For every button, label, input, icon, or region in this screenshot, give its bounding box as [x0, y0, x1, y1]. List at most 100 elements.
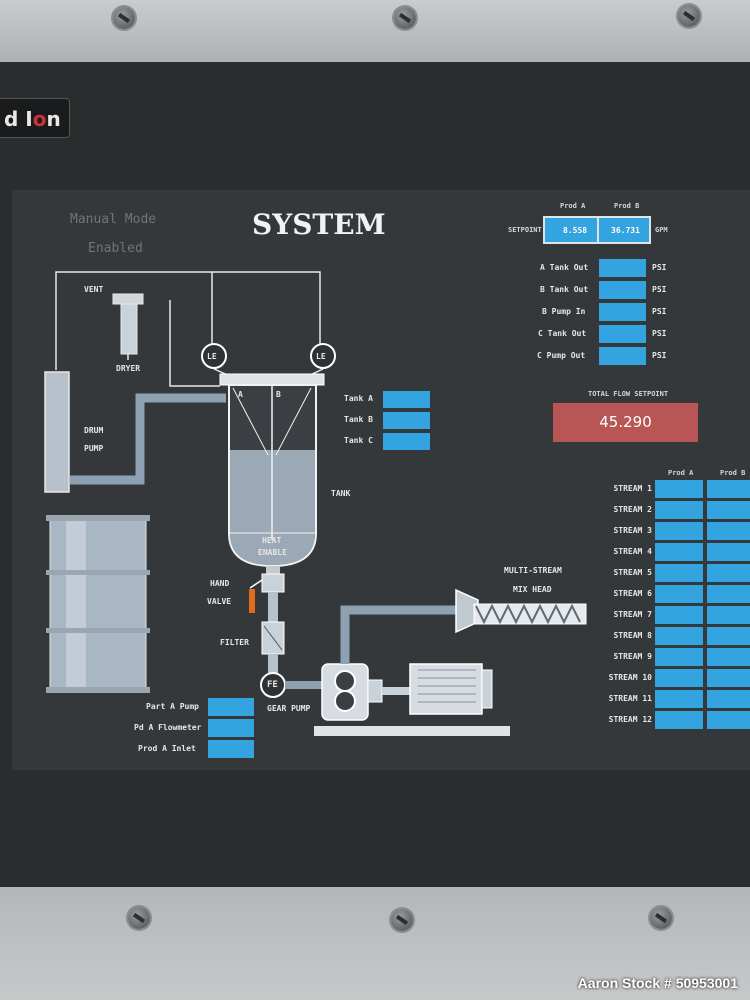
- stream-prod-b-field[interactable]: [707, 711, 750, 729]
- setpoint-label: SETPOINT: [508, 226, 542, 234]
- stream-prod-a-field[interactable]: [655, 522, 703, 540]
- tank-c-field[interactable]: [383, 433, 430, 450]
- psi-field-c-pump-out[interactable]: [599, 347, 646, 365]
- tank-b-field-label: Tank B: [344, 415, 373, 424]
- stream-prod-a-field[interactable]: [655, 690, 703, 708]
- screw-icon: [113, 7, 135, 29]
- stream-prod-a-field[interactable]: [655, 480, 703, 498]
- stream-prod-a-field[interactable]: [655, 648, 703, 666]
- stream-prod-b-field[interactable]: [707, 627, 750, 645]
- total-flow-label: TOTAL FLOW SETPOINT: [588, 390, 669, 398]
- psi-unit: PSI: [652, 285, 667, 294]
- le-b-label: LE: [316, 352, 326, 361]
- mode-status: Enabled: [88, 241, 143, 256]
- psi-unit: PSI: [652, 351, 667, 360]
- stream-label: STREAM 11: [608, 694, 652, 703]
- stream-prod-b-field[interactable]: [707, 522, 750, 540]
- psi-field-b-pump-in[interactable]: [599, 303, 646, 321]
- page-title: SYSTEM: [252, 208, 386, 241]
- dryer-icon: [120, 303, 138, 355]
- psi-label-b-tank-out: B Tank Out: [540, 285, 589, 294]
- setpoint-value-b[interactable]: 36.731: [611, 226, 640, 235]
- stream-label: STREAM 3: [613, 526, 652, 535]
- level-element-a-icon: [201, 343, 227, 369]
- tank-label: TANK: [331, 489, 351, 498]
- stream-label: STREAM 9: [613, 652, 652, 661]
- gear-pump-label: GEAR PUMP: [267, 704, 311, 713]
- stream-prod-b-field[interactable]: [707, 564, 750, 582]
- hand-label: HAND: [210, 579, 230, 588]
- stream-prod-a-field[interactable]: [655, 564, 703, 582]
- psi-label-a-tank-out: A Tank Out: [540, 263, 589, 272]
- psi-field-c-tank-out[interactable]: [599, 325, 646, 343]
- screw-icon: [128, 907, 150, 929]
- watermark: Aaron Stock # 50953001: [577, 975, 738, 991]
- dryer-label: DRYER: [116, 364, 141, 373]
- drum-pump-tube: [44, 371, 70, 493]
- filter-label: FILTER: [220, 638, 249, 647]
- stream-prod-a-field[interactable]: [655, 501, 703, 519]
- stream-prod-b-field[interactable]: [707, 480, 750, 498]
- stream-label: STREAM 2: [613, 505, 652, 514]
- stream-prod-b-field[interactable]: [707, 648, 750, 666]
- stream-prod-a-field[interactable]: [655, 627, 703, 645]
- stream-label: STREAM 5: [613, 568, 652, 577]
- stream-prod-a-field[interactable]: [655, 543, 703, 561]
- le-a-label: LE: [207, 352, 217, 361]
- tank-b-marker: B: [276, 390, 281, 399]
- part-a-pump-field[interactable]: [208, 698, 254, 716]
- screw-icon: [391, 909, 413, 931]
- tank-a-field[interactable]: [383, 391, 430, 408]
- pd-a-flowmeter-field[interactable]: [208, 719, 254, 737]
- stream-prod-b-field[interactable]: [707, 690, 750, 708]
- psi-unit: PSI: [652, 263, 667, 272]
- psi-label-c-tank-out: C Tank Out: [538, 329, 587, 338]
- stream-label: STREAM 1: [613, 484, 652, 493]
- stream-prod-a-field[interactable]: [655, 585, 703, 603]
- pd-a-flowmeter-label: Pd A Flowmeter: [134, 723, 202, 732]
- enable-label: ENABLE: [258, 548, 287, 557]
- stream-prod-b-field[interactable]: [707, 606, 750, 624]
- setpoint-unit: GPM: [655, 226, 668, 234]
- psi-field-b-tank-out[interactable]: [599, 281, 646, 299]
- brand-logo: d Ion: [0, 98, 70, 138]
- pump-label: PUMP: [84, 444, 104, 453]
- drum-icon: [49, 517, 147, 691]
- psi-unit: PSI: [652, 329, 667, 338]
- setpoint-col-b-header: Prod B: [614, 202, 640, 210]
- hand-valve-handle-icon: [249, 589, 255, 613]
- total-flow-value[interactable]: 45.290: [553, 403, 698, 442]
- stream-label: STREAM 12: [608, 715, 652, 724]
- screw-icon: [650, 907, 672, 929]
- stream-prod-b-field[interactable]: [707, 669, 750, 687]
- valve-label: VALVE: [207, 597, 232, 606]
- stream-prod-a-field[interactable]: [655, 606, 703, 624]
- drum-label: DRUM: [84, 426, 104, 435]
- stream-label: STREAM 8: [613, 631, 652, 640]
- psi-unit: PSI: [652, 307, 667, 316]
- multi-stream-label: MULTI-STREAM: [504, 566, 562, 575]
- stream-prod-a-field[interactable]: [655, 711, 703, 729]
- mode-label: Manual Mode: [70, 212, 157, 227]
- tank-a-field-label: Tank A: [344, 394, 373, 403]
- tank-b-field[interactable]: [383, 412, 430, 429]
- prod-a-inlet-field[interactable]: [208, 740, 254, 758]
- psi-field-a-tank-out[interactable]: [599, 259, 646, 277]
- stream-prod-b-field[interactable]: [707, 585, 750, 603]
- part-a-pump-label: Part A Pump: [146, 702, 199, 711]
- mix-head-label: MIX HEAD: [513, 585, 552, 594]
- motor-icon: [409, 663, 483, 715]
- stream-prod-a-field[interactable]: [655, 669, 703, 687]
- stream-prod-b-field[interactable]: [707, 501, 750, 519]
- stream-label: STREAM 7: [613, 610, 652, 619]
- fe-label: FE: [267, 680, 278, 690]
- vent-label: VENT: [84, 285, 104, 294]
- tank-a-marker: A: [238, 390, 243, 399]
- tank-c-field-label: Tank C: [344, 436, 373, 445]
- stream-label: STREAM 6: [613, 589, 652, 598]
- psi-label-b-pump-in: B Pump In: [542, 307, 586, 316]
- setpoint-value-a[interactable]: 8.558: [563, 226, 588, 235]
- level-element-b-icon: [310, 343, 336, 369]
- stream-prod-b-field[interactable]: [707, 543, 750, 561]
